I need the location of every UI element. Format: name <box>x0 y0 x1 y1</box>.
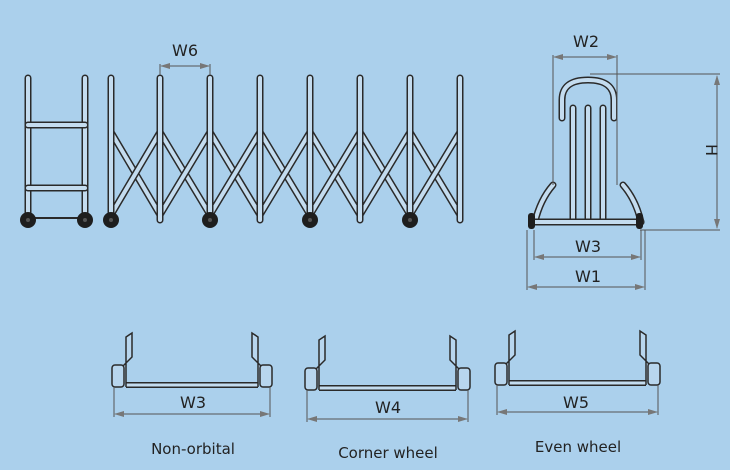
label-w5: W5 <box>563 393 589 412</box>
caption-even-wheel: Even wheel <box>535 438 621 456</box>
wheel-hub <box>308 218 312 222</box>
wheel-hub <box>109 218 113 222</box>
scissor-link-inner <box>158 130 212 217</box>
wheel <box>528 213 535 229</box>
label-w6: W6 <box>172 41 198 60</box>
front-view-gate <box>20 63 464 228</box>
track-wheel-housing <box>494 362 508 386</box>
caption-corner-wheel: Corner wheel <box>338 444 438 462</box>
track-non-orbital <box>111 331 273 417</box>
caption-non-orbital: Non-orbital <box>151 440 235 458</box>
label-w3: W3 <box>180 393 206 412</box>
scissor-link-inner <box>408 130 462 217</box>
track-even-wheel <box>494 329 661 415</box>
wheel-hub <box>408 218 412 222</box>
track-wheel-housing <box>259 364 273 388</box>
label-w4: W4 <box>375 398 401 417</box>
track-wheel-housing <box>457 367 471 391</box>
wheel <box>636 213 643 229</box>
scissor-link-inner <box>358 130 412 217</box>
label-w3-side: W3 <box>575 237 601 256</box>
label-w2: W2 <box>573 32 599 51</box>
handle-arch-inner <box>560 77 616 120</box>
side-leg-inner <box>533 183 555 224</box>
label-h: H <box>702 144 721 156</box>
side-view-gate <box>526 54 720 290</box>
scissor-link-inner <box>308 130 362 217</box>
scissor-link-inner <box>258 130 312 217</box>
track-wheel-housing <box>647 362 661 386</box>
label-w1: W1 <box>575 267 601 286</box>
wheel-hub <box>83 218 87 222</box>
scissor-link-inner <box>109 130 162 217</box>
track-wheel-housing <box>111 364 125 388</box>
track-corner-wheel <box>304 334 471 422</box>
wheel-hub <box>208 218 212 222</box>
track-variants <box>111 329 661 422</box>
track-wheel-housing <box>304 367 318 391</box>
scissor-link-inner <box>208 130 262 217</box>
wheel-hub <box>26 218 30 222</box>
